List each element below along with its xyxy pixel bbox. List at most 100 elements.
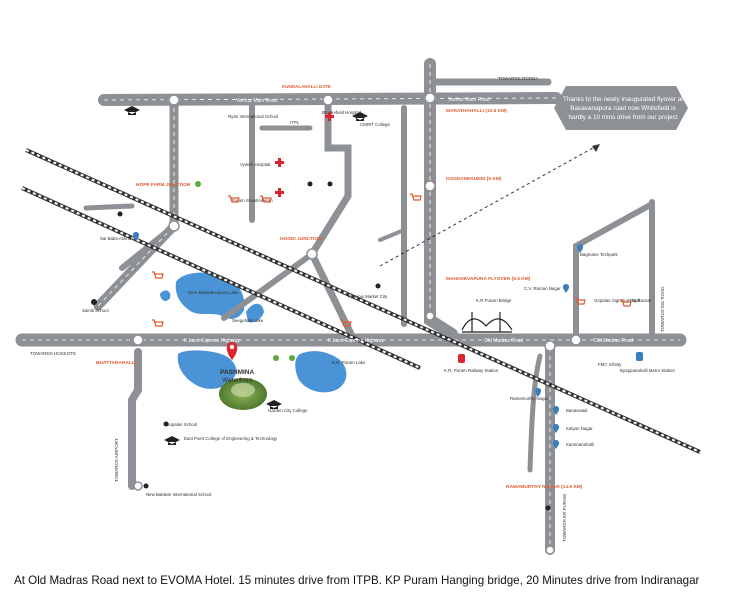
distance-labels: MARATHAHALLI (10.5 KM) DODDANEKUNDI (6 K… <box>96 108 583 490</box>
label-gopalan-school: Gopalan School <box>166 422 197 427</box>
hotel-icon <box>195 181 201 187</box>
location-pin-icon <box>576 244 584 253</box>
label-kr-station: K.R. Puram Railway Station <box>444 368 499 373</box>
metro-icon <box>636 352 643 361</box>
location-pin-icon <box>552 440 560 449</box>
cart-icon <box>574 297 586 305</box>
callout <box>379 86 688 267</box>
label-kalyan-nagar: Kalyan Nagar <box>566 426 593 431</box>
label-kr-bridge: K.R Puram Bridge <box>476 298 512 303</box>
label-towards-airport: TOWARDS AIRPORT <box>114 438 119 482</box>
lake-seegehalli <box>246 303 264 323</box>
graduation-cap-icon <box>164 436 180 445</box>
label-sainik: Sainik School <box>82 308 109 313</box>
hotel-icon <box>273 355 279 361</box>
roads <box>15 58 687 555</box>
label-cmrit: CMRIT College <box>360 122 390 127</box>
label-doddanekundi: DODDANEKUNDI (6 KM) <box>446 176 502 182</box>
label-sai-baba: Sai Baba Ashram <box>100 236 134 241</box>
label-k-lane-1: K Lane Express Highway <box>184 338 240 344</box>
label-phoenix: Phoenix Market City <box>348 294 388 299</box>
road-centerlines <box>22 64 680 550</box>
mall-icons <box>152 193 632 327</box>
misc-icons <box>91 181 551 511</box>
label-ramamurthy-nagar: Ramamurthy Nagar <box>510 396 549 401</box>
label-seegehalli: Seegehalli Lake <box>232 318 264 323</box>
project-name: PASHMINA <box>220 369 254 376</box>
label-big-bazaar: Big Bazaar <box>630 298 652 303</box>
label-k-lane-2: K Lane Express Highway <box>328 338 384 344</box>
school-icons <box>124 106 368 445</box>
person-icon <box>163 421 169 427</box>
label-hoodi: HOODI JUNCTION <box>280 236 322 242</box>
label-varthur-1: Varthur Main Road <box>236 98 278 104</box>
lake-small <box>160 290 171 301</box>
label-ryan: Ryan International School <box>228 114 278 119</box>
label-towards-mg: TOWARDS MG ROAD <box>660 286 665 332</box>
person-icon <box>327 181 333 187</box>
hospital-icons <box>275 112 334 197</box>
label-forum: Forum Shantiniketan <box>232 198 273 203</box>
graduation-cap-icon <box>352 112 368 121</box>
location-pin-icon <box>552 424 560 433</box>
project-marker: PASHMINA Waterfront <box>219 342 267 410</box>
label-garden-city: Garden City College <box>268 408 308 413</box>
callout-text: Thanks to the newly inaugurated flyover … <box>562 96 684 121</box>
location-pin-icon <box>562 284 570 293</box>
person-icon <box>91 299 97 305</box>
railway <box>21 148 701 454</box>
lake-kr-puram <box>295 351 347 393</box>
label-bagmane: Bagmane Techpark <box>580 252 619 257</box>
label-kundalahalli: KUNDALAHALLI GATE <box>282 84 331 89</box>
hotel-icon <box>289 355 295 361</box>
label-towards-kr: TOWARDS KR PURAM <box>562 494 567 542</box>
label-gopalan: Gopalan Signature Mall <box>594 298 640 303</box>
label-old-madras-1: Old Madras Road <box>484 338 523 344</box>
person-icon <box>307 181 313 187</box>
lake-project <box>177 350 237 389</box>
lake-mahadevapura <box>175 272 245 319</box>
hotel-icons <box>195 181 295 361</box>
road-labels: Varthur Main Road Varthur Main Road K La… <box>184 97 633 344</box>
label-new-baldwin: New Baldwin International School <box>146 492 211 497</box>
person-icon <box>143 483 149 489</box>
label-varthur-2: Varthur Main Road <box>448 97 490 103</box>
train-icons <box>458 352 643 363</box>
train-icon <box>458 354 465 363</box>
location-pin-icon <box>132 232 140 241</box>
label-fmc: FMC Infinity <box>598 362 622 367</box>
cart-icon <box>152 271 164 279</box>
cart-icon <box>260 195 272 203</box>
label-lake-mahadevapura: Kere Mahadevapura Lake <box>188 290 239 295</box>
label-old-madras-2: Old Madras Road <box>594 338 633 344</box>
cart-icon <box>620 299 632 307</box>
label-vydehi: Vydehi Hospital <box>240 162 270 167</box>
graduation-cap-icon <box>124 106 140 115</box>
label-towards-dodda: TOWARDS DODDA <box>498 76 538 81</box>
hospital-icon <box>275 188 284 197</box>
location-pin-icon <box>534 388 542 397</box>
location-pin-icon <box>552 406 560 415</box>
label-hope-farm: HOPE FARM JUNCTION <box>136 182 191 188</box>
project-sub: Waterfront <box>222 377 252 384</box>
label-banaswadi: Banaswadi <box>566 408 588 413</box>
cart-icon <box>228 195 240 203</box>
label-kpc-lake: K.R. Puram Lake <box>332 360 366 365</box>
label-bhattarahalli: BHATTARAHALLI <box>96 360 137 366</box>
hospital-icon <box>275 158 284 167</box>
map-caption: At Old Madras Road next to EVOMA Hotel. … <box>14 574 700 587</box>
label-mahadevapura: MAHADEVAPURA FLYOVER (9.5 KM) <box>446 276 531 282</box>
landmark-labels: K.R Puram Bridge K.R. Puram Railway Stat… <box>82 110 675 497</box>
person-icon <box>545 505 551 511</box>
cart-icon <box>152 319 164 327</box>
person-icon <box>375 283 381 289</box>
junctions <box>132 92 582 555</box>
direction-labels: KUNDALAHALLI GATE TOWARDS DODDA TOWARDS … <box>30 76 665 542</box>
hospital-icon <box>325 112 334 121</box>
cart-icon <box>340 319 352 327</box>
graduation-cap-icon <box>266 400 282 409</box>
label-byappanahalli: Byappanahalli Metro Station <box>620 368 675 373</box>
label-marathahalli: MARATHAHALLI (10.5 KM) <box>446 108 507 114</box>
label-itpl: ITPL <box>290 120 300 125</box>
